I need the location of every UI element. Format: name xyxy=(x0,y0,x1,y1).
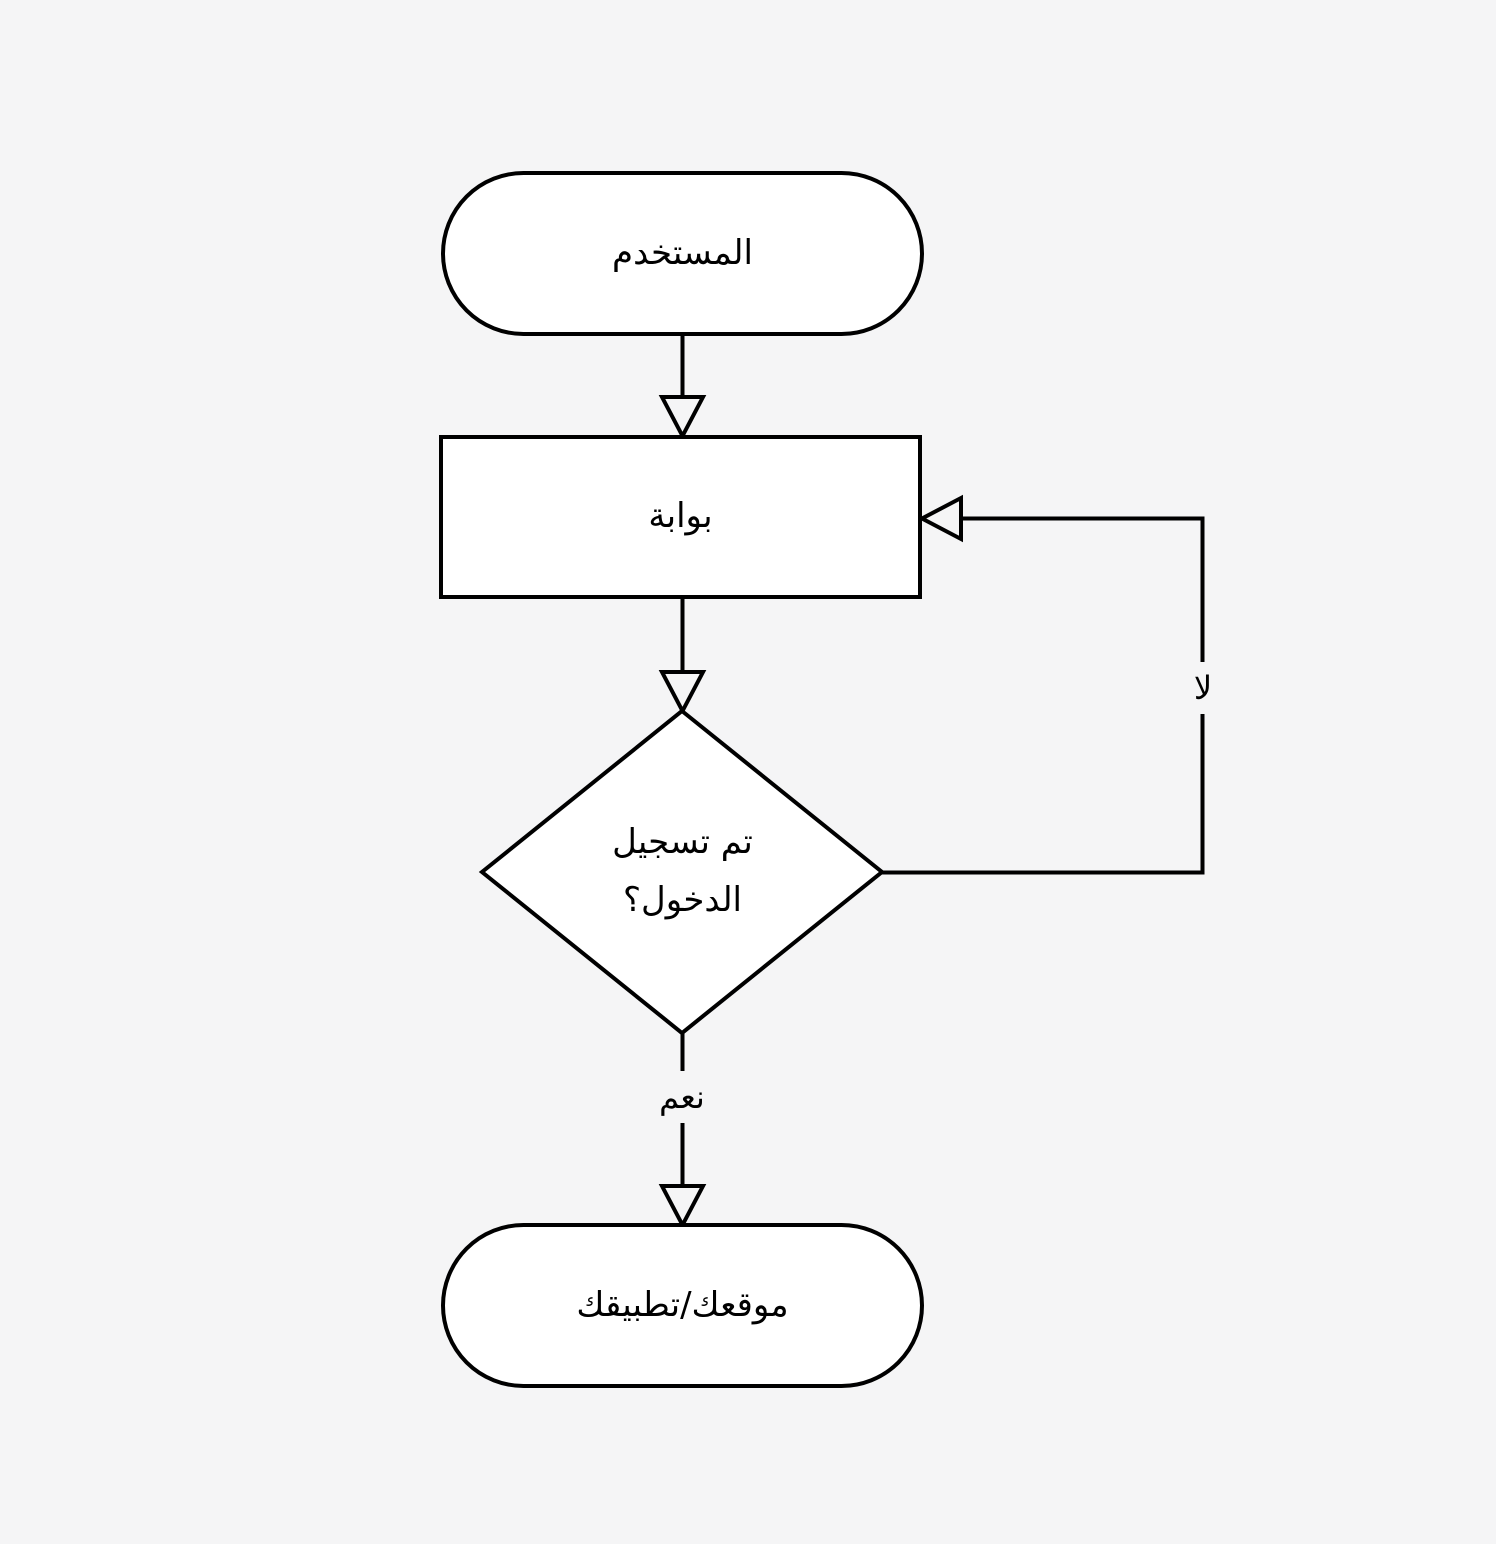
edge-decision-yes xyxy=(658,1033,707,1230)
edge-gateway-to-decision xyxy=(658,597,707,716)
arrowhead-left-icon xyxy=(917,494,963,543)
arrowhead-down-icon xyxy=(658,1184,707,1230)
arrowhead-down-icon xyxy=(658,670,707,716)
edge-user-to-gateway xyxy=(658,334,707,441)
edge-line xyxy=(882,516,1205,875)
node-destination-stadium xyxy=(441,1223,924,1388)
edge-decision-no-loop xyxy=(882,494,1205,875)
node-decision-diamond xyxy=(478,708,886,1036)
node-user-stadium xyxy=(441,171,924,336)
node-gateway-rect xyxy=(439,435,922,599)
arrowhead-down-icon xyxy=(658,395,707,441)
